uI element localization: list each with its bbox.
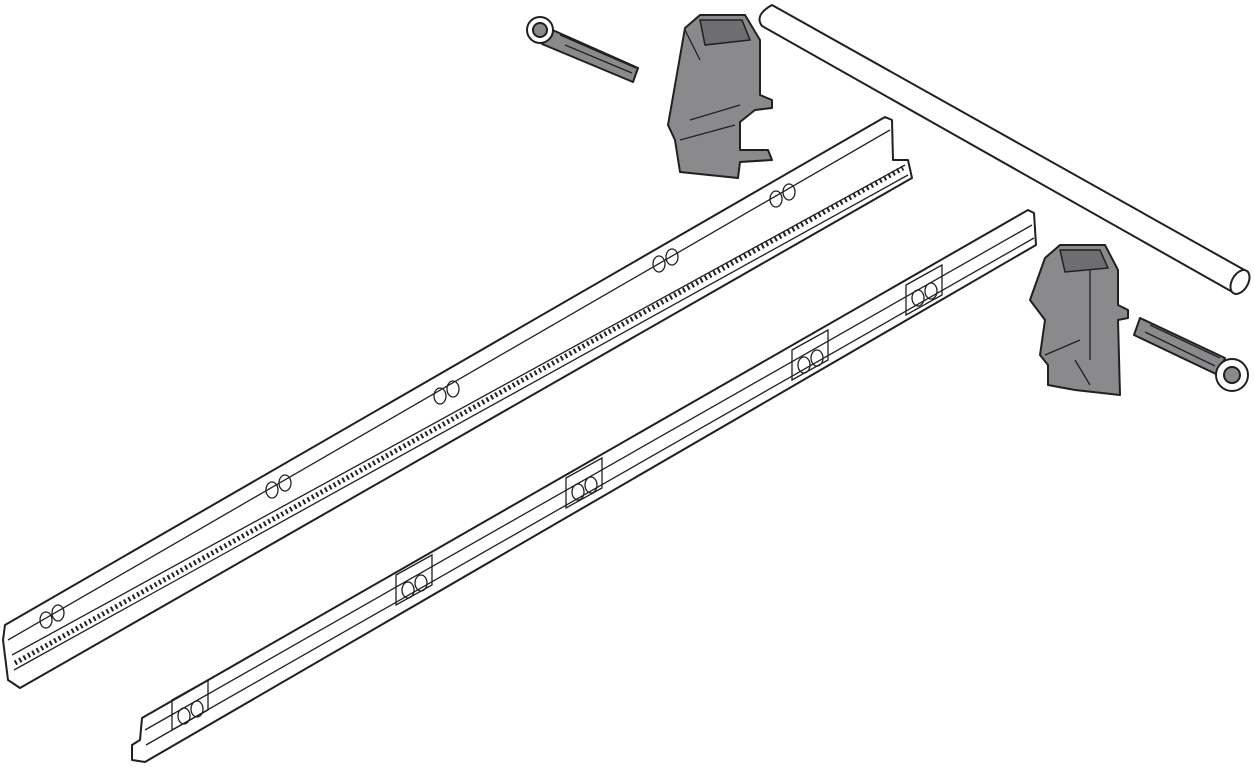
mounting-plates: [171, 263, 943, 732]
mounting-holes: [39, 183, 796, 629]
locking-bracket-icon: [667, 14, 773, 179]
synchronization-rod-icon: [758, 4, 1251, 295]
drawer-runner-rail-icon: [2, 116, 913, 689]
dowel-screw-icon: [1133, 317, 1249, 392]
drawer-runner-rail-icon: [131, 209, 1037, 763]
locking-bracket-icon: [1029, 244, 1129, 396]
dowel-screw-icon: [526, 16, 639, 83]
